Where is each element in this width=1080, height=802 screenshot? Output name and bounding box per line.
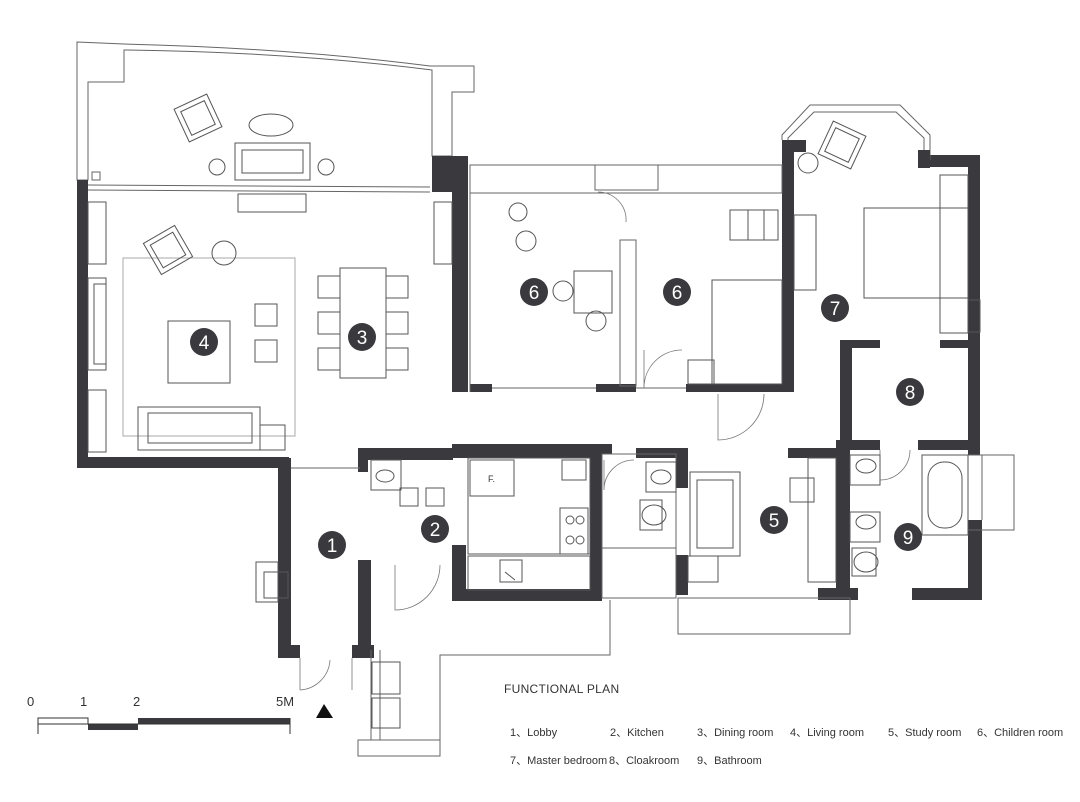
room-marker-9-label: 9 — [903, 528, 914, 549]
room-marker-6a: 6 — [520, 278, 548, 306]
room-marker-6b: 6 — [663, 278, 691, 306]
legend-item-cloakroom: 8、Cloakroom — [609, 755, 680, 767]
scale-tick-5m: 5M — [276, 694, 294, 709]
scale-bar: 0 1 2 5M — [27, 694, 294, 734]
legend-item-kitchen: 2、Kitchen — [610, 727, 664, 739]
kitchen-fixtures — [370, 457, 591, 591]
master-bedroom-furniture — [793, 120, 981, 334]
legend-item-master-bedroom: 7、Master bedroom — [510, 755, 608, 767]
entrance-arrow — [316, 704, 333, 718]
room-marker-7: 7 — [821, 294, 849, 322]
room-marker-3-label: 3 — [357, 328, 368, 349]
balcony-outline — [76, 41, 475, 193]
room-marker-9: 9 — [894, 523, 922, 551]
room-marker-5: 5 — [760, 506, 788, 534]
legend-item-bathroom: 9、Bathroom — [697, 755, 762, 767]
legend-item-lobby: 1、Lobby — [510, 727, 558, 739]
lobby-details — [255, 561, 401, 729]
legend-item-living-room: 4、Living room — [790, 727, 864, 739]
walls — [77, 140, 982, 658]
legend-item-dining-room: 3、Dining room — [697, 727, 774, 739]
room-marker-3: 3 — [348, 323, 376, 351]
dining-table — [317, 267, 409, 379]
plan-title: FUNCTIONAL PLAN — [504, 682, 620, 696]
room-marker-6a-label: 6 — [529, 283, 540, 304]
room-marker-8-label: 8 — [905, 383, 916, 404]
room-marker-6b-label: 6 — [672, 283, 683, 304]
door-swings — [299, 191, 911, 691]
partitions — [291, 104, 1015, 757]
children-room-furniture — [508, 202, 783, 385]
room-marker-4: 4 — [190, 328, 218, 356]
room-markers: 1 2 3 4 5 6 6 7 8 9 — [190, 278, 924, 559]
room-marker-7-label: 7 — [830, 299, 841, 320]
living-room-furniture — [87, 93, 453, 453]
bay-window-walls — [918, 150, 930, 168]
room-marker-5-label: 5 — [769, 511, 780, 532]
legend-item-study-room: 5、Study room — [888, 727, 962, 739]
room-marker-2-label: 2 — [430, 520, 441, 541]
room-marker-8: 8 — [896, 378, 924, 406]
scale-tick-1: 1 — [80, 694, 87, 709]
room-marker-1: 1 — [318, 531, 346, 559]
scale-tick-2: 2 — [133, 694, 140, 709]
scale-tick-0: 0 — [27, 694, 34, 709]
legend-item-children-room: 6、Children room — [977, 727, 1064, 739]
study-furniture — [639, 454, 969, 583]
room-marker-1-label: 1 — [327, 536, 338, 557]
room-marker-4-label: 4 — [199, 333, 210, 354]
fridge-label: F. — [488, 474, 495, 484]
room-marker-2: 2 — [421, 515, 449, 543]
